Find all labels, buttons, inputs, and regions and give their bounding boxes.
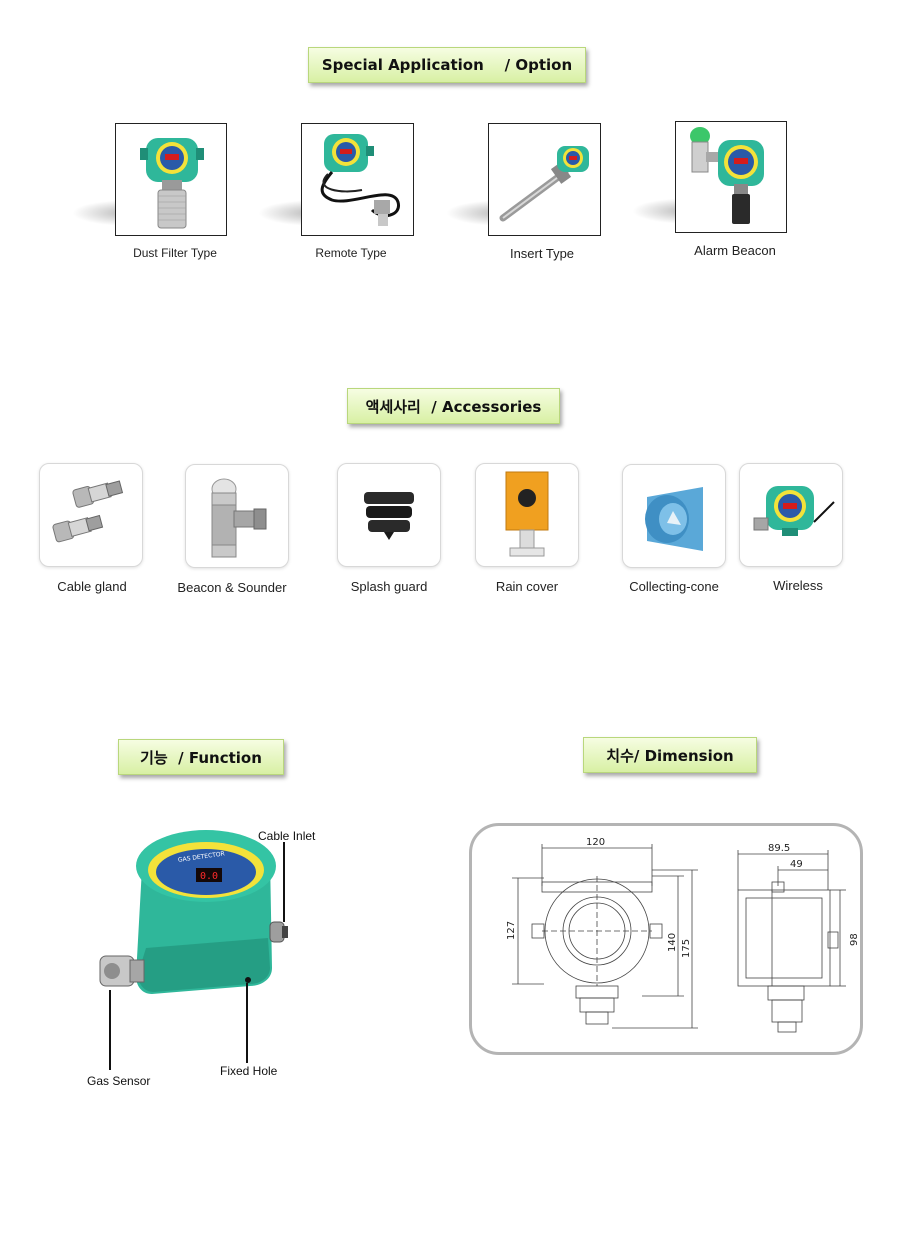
insert-type-photo <box>488 123 601 236</box>
dim-height-98: 98 <box>849 933 860 946</box>
dim-height-140: 140 <box>667 933 678 952</box>
fixed-hole-label: Fixed Hole <box>220 1064 278 1078</box>
remote-type-photo <box>301 123 414 236</box>
device-display: 0.0 <box>200 871 218 882</box>
dim-width-120: 120 <box>586 837 605 848</box>
fixed-hole-pointer <box>246 983 248 1063</box>
accessory-caption: Rain cover <box>495 579 559 594</box>
gas-sensor-label: Gas Sensor <box>87 1074 151 1088</box>
accessory-caption: Collecting-cone <box>629 579 719 594</box>
wireless-photo <box>739 463 843 567</box>
collecting-cone-photo <box>622 464 726 568</box>
accessory-caption: Wireless <box>773 578 823 593</box>
special-item-caption: Remote Type <box>315 246 387 260</box>
special-item-caption: Alarm Beacon <box>694 243 776 258</box>
special-item-caption: Dust Filter Type <box>133 246 217 260</box>
cable-inlet-pointer <box>283 842 285 922</box>
dust-filter-photo <box>115 123 227 236</box>
accessory-caption: Beacon & Sounder <box>177 580 287 595</box>
dim-depth-89-5: 89.5 <box>768 843 790 854</box>
alarm-beacon-photo <box>675 121 787 233</box>
accessories-heading: 액세사리 / Accessories <box>347 388 560 424</box>
rain-cover-photo <box>475 463 579 567</box>
function-heading: 기능 / Function <box>118 739 284 775</box>
gas-detector-illustration: GAS DETECTOR 0.0 <box>90 818 310 1018</box>
splash-guard-photo <box>337 463 441 567</box>
dim-height-175: 175 <box>681 939 692 958</box>
gas-sensor-pointer <box>109 990 111 1070</box>
dim-height-127: 127 <box>506 921 517 940</box>
cable-inlet-label: Cable Inlet <box>258 829 316 843</box>
dimension-heading: 치수/ Dimension <box>583 737 757 773</box>
special-application-heading: Special Application / Option <box>308 47 586 83</box>
accessory-caption: Splash guard <box>350 579 428 594</box>
accessory-caption: Cable gland <box>57 579 127 594</box>
dimension-drawing-panel: 120 127 140 175 89.5 49 98 <box>469 823 863 1055</box>
cable-gland-photo <box>39 463 143 567</box>
beacon-sounder-photo <box>185 464 289 568</box>
special-item-caption: Insert Type <box>509 246 575 261</box>
dim-depth-49: 49 <box>790 859 803 870</box>
